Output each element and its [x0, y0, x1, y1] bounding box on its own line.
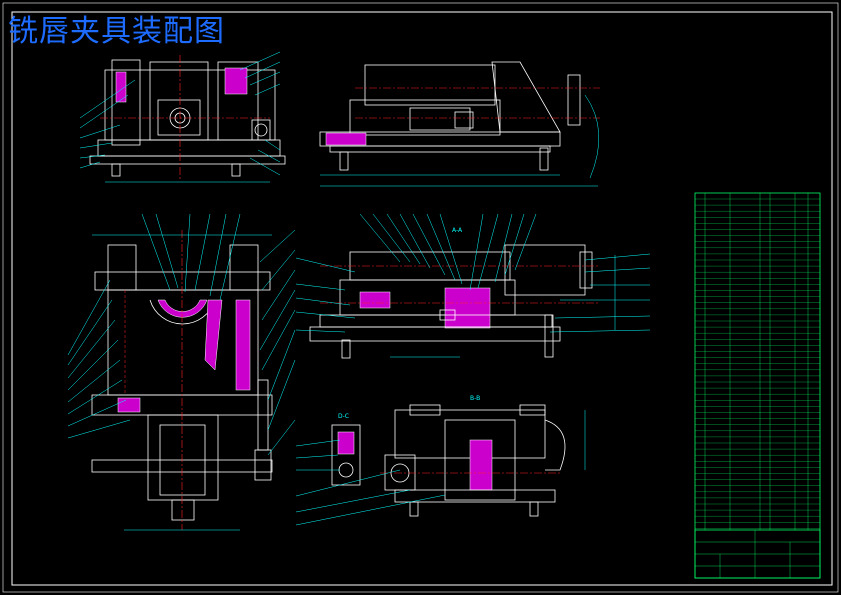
leaders-top-left [79, 51, 281, 176]
page-title: 铣唇夹具装配图 [8, 14, 225, 49]
inner-border [11, 11, 833, 586]
leaders-section-a [295, 213, 651, 333]
section-b-label: B-B [470, 395, 480, 402]
leaders-section-b [67, 213, 296, 456]
parts-list-rows [695, 198, 820, 529]
view-bottom-center: D-C B-B [331, 395, 586, 517]
view-top-right [319, 61, 600, 187]
view-top-left [89, 55, 286, 183]
parts-list-table [694, 192, 821, 579]
view-section-a: A-A [309, 227, 616, 359]
leaders-bottom-center [295, 439, 446, 526]
detail-d-label: D-C [338, 413, 349, 420]
title-block [694, 529, 821, 579]
section-a-label: A-A [452, 227, 463, 234]
view-section-b [91, 230, 273, 531]
